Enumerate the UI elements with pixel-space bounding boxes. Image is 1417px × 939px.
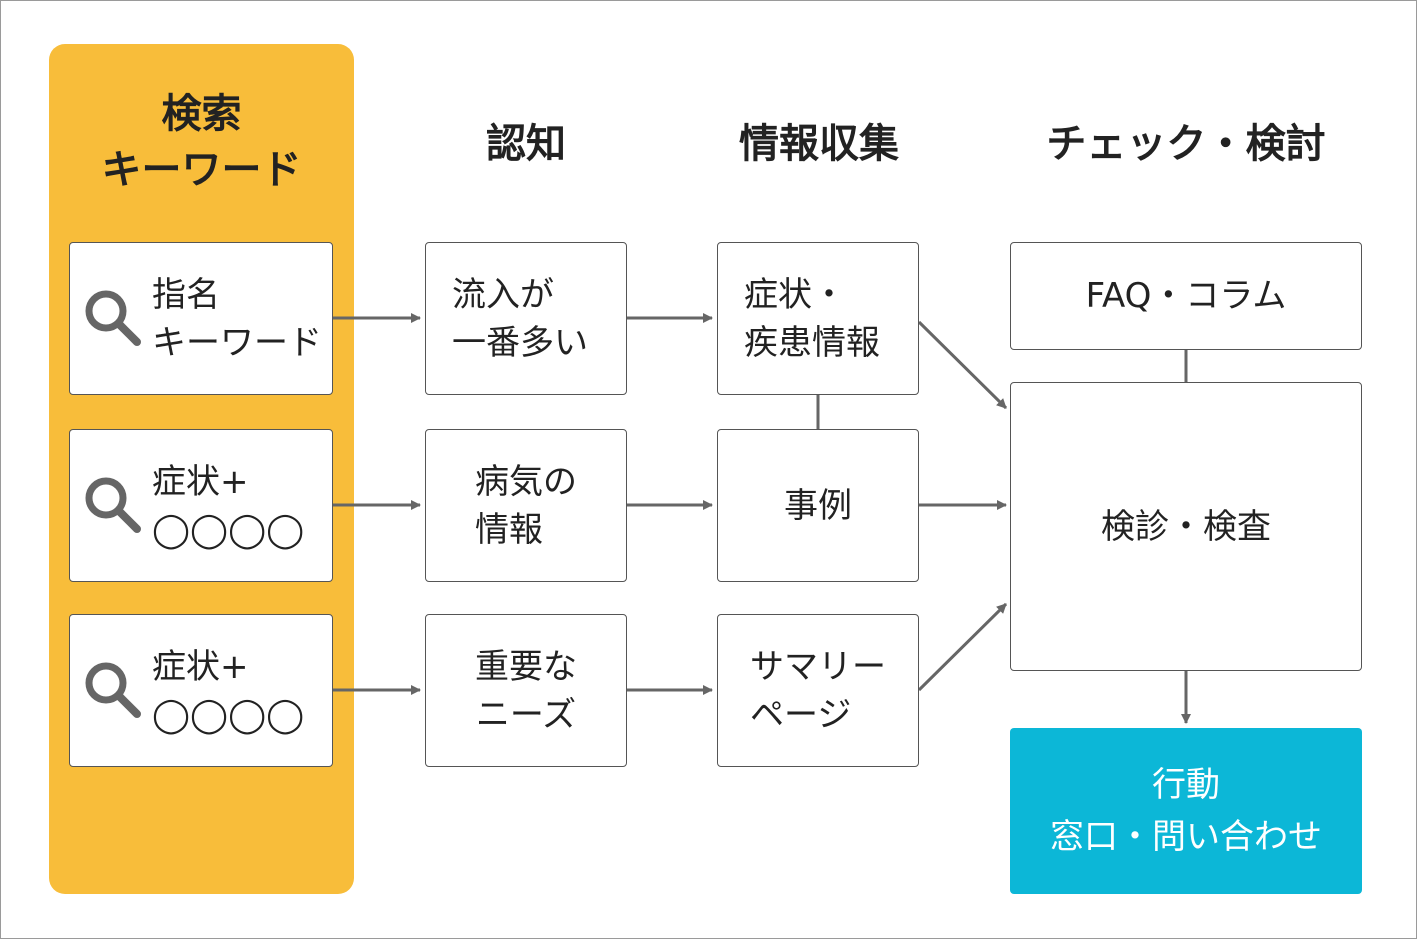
faq-column-label: FAQ・コラム [1085,276,1287,316]
action-box: 行動 窓口・問い合わせ [1010,728,1362,894]
keyword-box-2: 症状+ ◯◯◯◯ [69,429,333,582]
action-line1: 行動 [1152,765,1220,805]
awareness-3-line1: 重要な [475,646,577,687]
keyword-box-1: 指名 キーワード [69,242,333,395]
exam-box: 検診・検査 [1010,382,1362,671]
info-2-line1: 事例 [784,485,852,526]
awareness-box-2: 病気の 情報 [425,429,627,582]
search-icon [85,662,141,718]
keyword-1-line1: 指名 [152,274,220,315]
search-icon [85,477,141,533]
arrow-in1-exam [917,320,1008,410]
awareness-3-line2: ニーズ [475,694,577,735]
panel-title: 検索 キーワード [49,86,354,198]
info-box-2: 事例 [717,429,919,582]
awareness-2-line1: 病気の [475,461,577,502]
awareness-2-line2: 情報 [475,509,543,550]
awareness-1-line1: 流入が [452,274,554,315]
awareness-box-3: 重要な ニーズ [425,614,627,767]
keyword-box-3: 症状+ ◯◯◯◯ [69,614,333,767]
keyword-2-line1: 症状+ [152,461,249,502]
keyword-1-line2: キーワード [152,322,322,363]
header-awareness: 認知 [486,121,566,167]
info-3-line1: サマリー [750,646,886,687]
action-line2: 窓口・問い合わせ [1050,817,1322,857]
keyword-3-line2: ◯◯◯◯ [152,694,305,735]
arrow-in3-exam [917,602,1008,692]
faq-column-box: FAQ・コラム [1010,242,1362,350]
keyword-2-line2: ◯◯◯◯ [152,509,305,550]
header-check-review: チェック・検討 [1046,121,1326,167]
exam-label: 検診・検査 [1101,506,1271,547]
awareness-1-line2: 一番多い [452,322,588,363]
keyword-3-line1: 症状+ [152,646,249,687]
info-box-3: サマリー ページ [717,614,919,767]
info-3-line2: ページ [750,694,852,735]
info-1-line2: 疾患情報 [744,322,880,363]
awareness-box-1: 流入が 一番多い [425,242,627,395]
info-box-1: 症状・ 疾患情報 [717,242,919,395]
info-1-line1: 症状・ [744,274,846,315]
panel-title-line2: キーワード [101,147,302,193]
panel-title-line1: 検索 [161,91,242,137]
search-icon [85,290,141,346]
header-info-gathering: 情報収集 [739,121,899,167]
